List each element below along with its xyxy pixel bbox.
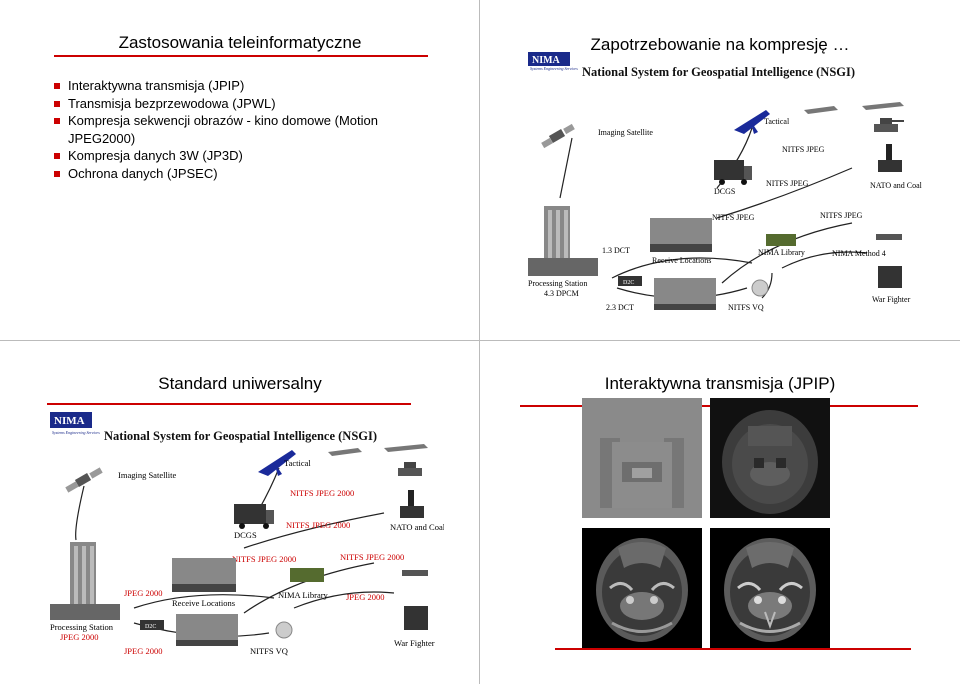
- label-imaging-satellite: Imaging Satellite: [598, 128, 653, 137]
- label-dcgs: DCGS: [234, 530, 257, 540]
- label-tactical: Tactical: [284, 458, 311, 468]
- label-nitfs-vq: NITFS VQ: [250, 646, 288, 656]
- processing-building-icon: [50, 542, 120, 620]
- bullet-item: Kompresja danych 3W (JP3D): [54, 147, 408, 165]
- war-fighter-icon: [402, 570, 428, 630]
- bullet-square-icon: [54, 83, 60, 89]
- ct-scan-level-2: [710, 398, 830, 518]
- label-war-fighter: War Fighter: [394, 638, 435, 648]
- truck-icon: [234, 504, 274, 529]
- nima-logo-text: NIMA: [54, 415, 85, 427]
- label-receive-locations: Receive Locations: [172, 598, 235, 608]
- nima-logo-sub: Systems Engineering Services: [52, 430, 100, 435]
- nsgi-diagram-jpeg2000: NIMA Systems Engineering Services Nation…: [50, 412, 444, 656]
- label-imaging-satellite: Imaging Satellite: [118, 470, 177, 480]
- label-nato-coalition: NATO and Coalition: [870, 181, 922, 190]
- label-dct-2-3: 2.3 DCT: [606, 303, 634, 312]
- ct-scan-level-4: [710, 528, 830, 648]
- nima-logo-sub: Systems Engineering Services: [530, 66, 578, 71]
- label-d2c: D2C: [623, 280, 634, 286]
- ct-image-medium: [710, 398, 830, 518]
- d2c-box: [618, 276, 642, 286]
- label-nima-library: NIMA Library: [278, 590, 329, 600]
- nima-logo: [50, 412, 92, 428]
- label-nitfs-jpeg-4: NITFS JPEG: [820, 211, 863, 220]
- label-jpeg2000-b: JPEG 2000: [346, 592, 385, 602]
- vq-disc-icon: [275, 621, 293, 639]
- bullet-list: Interaktywna transmisja (JPIP) Transmisj…: [54, 77, 408, 182]
- label-jpeg2000-processing: JPEG 2000: [60, 632, 99, 642]
- diagram-heading: National System for Geospatial Intellige…: [104, 429, 377, 443]
- bullet-item: Kompresja sekwencji obrazów - kino domow…: [54, 112, 408, 147]
- label-receive-locations: Receive Locations: [652, 256, 711, 265]
- label-nitfs-jpeg2000-1: NITFS JPEG 2000: [290, 488, 354, 498]
- library-icon: [290, 568, 324, 582]
- label-nima-library: NIMA Library: [758, 248, 805, 257]
- label-nitfs-jpeg-2: NITFS JPEG: [766, 179, 809, 188]
- tank-icon: [874, 118, 904, 132]
- bottom-rule: [555, 648, 911, 650]
- bullet-item: Transmisja bezprzewodowa (JPWL): [54, 95, 408, 113]
- ct-image-fine: [582, 528, 702, 648]
- horizontal-divider: [0, 340, 960, 341]
- processing-building-icon: [528, 206, 598, 276]
- slide-title-compression-need: Zapotrzebowanie na kompresję …: [590, 35, 850, 54]
- bullet-square-icon: [54, 170, 60, 177]
- d2c-box: [140, 620, 164, 630]
- label-nato-coalition: NATO and Coalition: [390, 522, 444, 532]
- truck-icon: [714, 160, 752, 185]
- label-nitfs-jpeg-3: NITFS JPEG: [712, 213, 755, 222]
- bullet-square-icon: [54, 153, 60, 159]
- tactical-jet-icon: [734, 102, 904, 134]
- war-fighter-icon: [876, 234, 902, 288]
- bullet-square-icon: [54, 100, 60, 107]
- label-d2c: D2C: [145, 624, 156, 630]
- tactical-jet-icon: [258, 444, 428, 476]
- vertical-divider: [479, 0, 480, 684]
- label-jpeg2000-d: JPEG 2000: [124, 646, 163, 656]
- label-jpeg2000-a: JPEG 2000: [124, 588, 163, 598]
- label-war-fighter: War Fighter: [872, 295, 911, 304]
- slide-title-jpip: Interaktywna transmisja (JPIP): [604, 374, 836, 393]
- vq-disc-icon: [751, 279, 769, 297]
- label-dct-1-3: 1.3 DCT: [602, 246, 630, 255]
- label-nitfs-jpeg2000-3: NITFS JPEG 2000: [232, 554, 296, 564]
- ct-scan-level-1: [582, 398, 702, 518]
- ship-icon: [400, 490, 424, 518]
- label-processing-station: Processing Station: [50, 622, 114, 632]
- label-nitfs-jpeg2000-2: NITFS JPEG 2000: [286, 520, 350, 530]
- receive-building-icon: [172, 558, 238, 646]
- library-icon: [766, 234, 796, 246]
- label-nitfs-vq: NITFS VQ: [728, 303, 764, 312]
- receive-building-icon: [650, 218, 716, 310]
- title-rule: [54, 55, 428, 57]
- bullet-item: Ochrona danych (JPSEC): [54, 165, 408, 183]
- bullet-item: Interaktywna transmisja (JPIP): [54, 77, 408, 95]
- nsgi-diagram-jpeg: NIMA Systems Engineering Services Nation…: [528, 52, 922, 312]
- label-tactical: Tactical: [764, 117, 790, 126]
- label-nitfs-jpeg-1: NITFS JPEG: [782, 145, 825, 154]
- nima-logo: [528, 52, 570, 66]
- title-rule: [47, 403, 411, 405]
- satellite-icon: [541, 123, 575, 149]
- slide-title-applications: Zastosowania teleinformatyczne: [118, 33, 362, 52]
- ship-icon: [878, 144, 902, 172]
- ct-image-coarse: [582, 398, 702, 518]
- label-dpcm: 4.3 DPCM: [544, 289, 579, 298]
- satellite-icon: [65, 467, 103, 493]
- diagram-heading: National System for Geospatial Intellige…: [582, 65, 855, 79]
- ct-image-full: [710, 528, 830, 648]
- ct-scan-level-3: [582, 528, 702, 648]
- label-dcgs: DCGS: [714, 187, 735, 196]
- label-nitfs-jpeg2000-4: NITFS JPEG 2000: [340, 552, 404, 562]
- label-processing-station: Processing Station: [528, 279, 587, 288]
- label-nima-method: NIMA Method 4: [832, 249, 886, 258]
- nima-logo-text: NIMA: [532, 55, 561, 66]
- bullet-square-icon: [54, 118, 60, 124]
- slide-title-universal-standard: Standard uniwersalny: [158, 374, 322, 393]
- tank-icon: [398, 462, 422, 476]
